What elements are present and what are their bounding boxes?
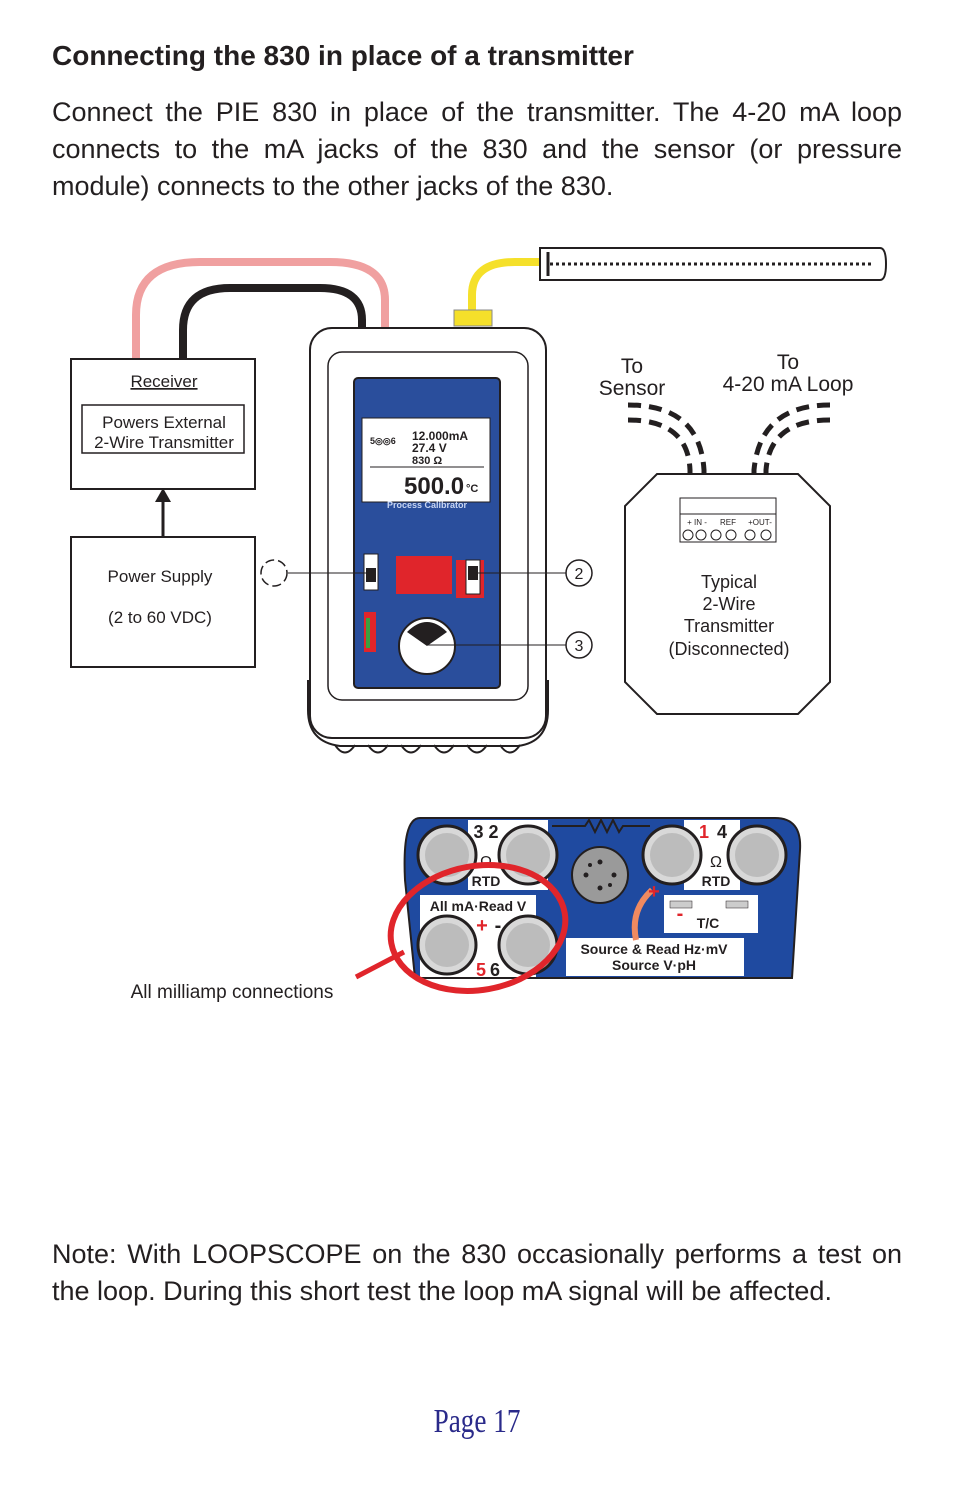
rtd-left: RTD — [472, 873, 501, 889]
to-sensor-line1: To — [621, 355, 643, 378]
lcd-reading-ma: 12.000mA — [412, 429, 468, 443]
sensor-lead-outer — [627, 417, 693, 498]
black-wire — [179, 284, 366, 360]
to-loop-line2: 4-20 mA Loop — [723, 373, 854, 396]
transmitter-line2: 2-Wire — [703, 594, 756, 614]
loop-lead-inner — [763, 417, 831, 498]
arrow-up-icon — [155, 488, 171, 502]
svg-text:3: 3 — [575, 638, 584, 655]
to-loop-line1: To — [777, 351, 799, 374]
callout-2: 2 — [476, 559, 593, 587]
terminal-ref: REF — [720, 518, 736, 527]
note-paragraph: Note: With LOOPSCOPE on the 830 occasion… — [52, 1239, 902, 1306]
jack-label-4: 4 — [717, 822, 727, 842]
connection-diagram: Receiver Powers External 2-Wire Transmit… — [70, 247, 888, 754]
page-number: Page 17 — [433, 1403, 521, 1440]
lcd-reading-v: 27.4 V — [412, 441, 447, 455]
receiver-box: Receiver Powers External 2-Wire Transmit… — [70, 358, 256, 490]
receiver-inner-line2: 2-Wire Transmitter — [94, 433, 234, 452]
ma-minus: - — [495, 915, 502, 937]
rtd-right: RTD — [702, 873, 731, 889]
power-supply-box: Power Supply (2 to 60 VDC) — [70, 536, 256, 668]
transmitter-line1: Typical — [701, 572, 757, 592]
resistor-icon — [552, 817, 650, 835]
power-supply-line2: (2 to 60 VDC) — [108, 608, 212, 627]
wire-plug — [453, 309, 493, 327]
svg-text:1: 1 — [270, 566, 279, 583]
lcd-jack-indicator: 5◎◎6 — [370, 436, 396, 446]
callout-line — [354, 949, 406, 980]
tc-minus: - — [677, 903, 684, 925]
loop-lead-outer — [751, 402, 831, 498]
transmitter-line3: Transmitter — [684, 616, 774, 636]
svg-text:2: 2 — [575, 566, 584, 583]
terminal-in: + IN - — [687, 518, 707, 527]
to-sensor-line2: Sensor — [599, 377, 666, 400]
lcd-reading-ohm: 830 Ω — [412, 455, 442, 467]
receiver-inner-line1: Powers External — [102, 413, 226, 432]
tc-plus: + — [648, 881, 660, 903]
power-supply-line1: Power Supply — [108, 567, 213, 586]
ma-highlight-ellipse — [387, 862, 569, 994]
terminal-out: +OUT- — [748, 518, 772, 527]
jack-panel-diagram: 3 2 1 4 Ω Ω RTD RTD All mA·Read V + - 5 … — [131, 817, 802, 1003]
sensor-lead-inner — [627, 402, 707, 498]
ma-plus: + — [476, 915, 488, 937]
device-brand: Process Calibrator — [387, 500, 468, 510]
receiver-title: Receiver — [130, 372, 197, 391]
lcd-reading-unit: °C — [466, 483, 478, 495]
tc-label: T/C — [697, 915, 720, 931]
tc-wire — [631, 887, 655, 941]
omega-right: Ω — [710, 854, 722, 871]
yellow-wire — [468, 258, 548, 315]
pink-wire — [132, 258, 389, 360]
calibrator-device: 5◎◎6 12.000mA 27.4 V 830 Ω 500.0 °C Proc… — [307, 327, 549, 754]
section-heading: Connecting the 830 in place of a transmi… — [52, 40, 634, 71]
lcd-reading-main: 500.0 — [404, 473, 464, 500]
callout-1: 1 — [260, 559, 366, 587]
milliamp-callout: All milliamp connections — [131, 982, 334, 1003]
source-label-line1: Source & Read Hz·mV — [580, 941, 728, 957]
source-label-line2: Source V·pH — [612, 957, 696, 973]
module-connector — [571, 846, 629, 904]
jack-label-6: 6 — [490, 960, 500, 980]
intro-paragraph: Connect the PIE 830 in place of the tran… — [52, 97, 902, 201]
jack-label-1: 1 — [699, 822, 709, 842]
ma-read-v-label: All mA·Read V — [430, 898, 527, 914]
callout-3: 3 — [427, 631, 593, 659]
transmitter-line4: (Disconnected) — [668, 639, 789, 659]
jack-label-3-2: 3 2 — [473, 822, 498, 842]
transmitter-box: + IN - REF +OUT- Typical 2-Wire Transmit… — [624, 473, 831, 715]
jack-label-5: 5 — [476, 960, 486, 980]
temperature-probe — [539, 247, 888, 281]
